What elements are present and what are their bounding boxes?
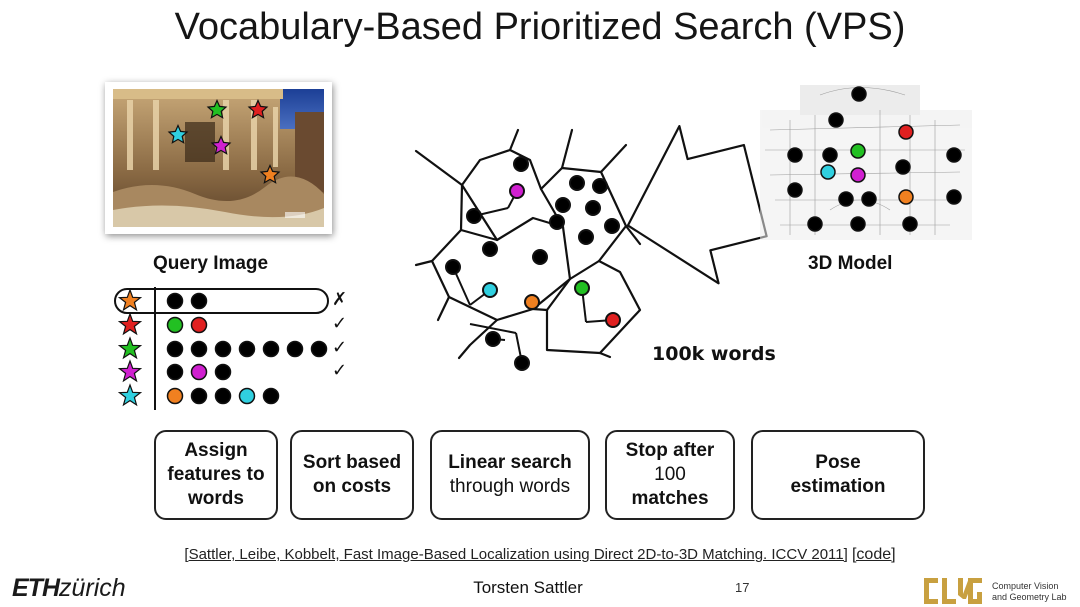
selected-match-highlight (114, 288, 329, 314)
feature-dot (214, 387, 232, 405)
slide-title: Vocabulary-Based Prioritized Search (VPS… (174, 6, 906, 48)
step-sort-costs: Sort based on costs (290, 430, 414, 520)
step-text-line: on costs (312, 476, 392, 497)
zurich-logo-text: zürich (59, 574, 126, 602)
magenta-query-star-icon (117, 359, 143, 383)
feature-dot (166, 387, 184, 405)
magenta-star-icon (210, 135, 232, 155)
green-query-star-icon (117, 336, 143, 360)
query-photo (105, 82, 332, 234)
step-linear-search: Linear search through words (430, 430, 590, 520)
lab-name-line-2: and Geometry Lab (992, 592, 1067, 602)
step-text-line: words (188, 488, 244, 509)
feature-dot (190, 387, 208, 405)
voronoi-cells (414, 128, 642, 360)
feature-dot (166, 316, 184, 334)
step-text-line: Stop after (625, 440, 715, 461)
orange-star-icon (259, 164, 281, 184)
check-mark-icon: ✓ (332, 360, 348, 381)
step-text-line: matches (631, 488, 709, 509)
eth-zurich-logo: ETHzürich (12, 574, 126, 603)
check-mark-icon: ✓ (332, 313, 348, 334)
step-text-line: Assign (184, 440, 248, 461)
feature-dot (214, 340, 232, 358)
3d-model-point-cloud (760, 85, 972, 240)
cyan-query-star-icon (117, 383, 143, 407)
feature-dot (238, 387, 256, 405)
feature-dot (166, 363, 184, 381)
cross-mark-icon: ✗ (332, 289, 348, 310)
step-text-line: 100 (654, 464, 686, 485)
eth-logo-text: ETH (12, 574, 60, 602)
step-text-line: through words (449, 476, 571, 497)
feature-dot (286, 340, 304, 358)
orange-query-star-icon (117, 288, 143, 312)
step-text-line: Pose (815, 452, 861, 473)
feature-dot (262, 340, 280, 358)
feature-dot (190, 292, 208, 310)
check-mark-icon: ✓ (332, 337, 348, 358)
lab-name-line-1: Computer Vision (992, 581, 1059, 591)
query-image-label: Query Image (153, 253, 269, 274)
code-link[interactable]: [code] (851, 546, 896, 563)
step-text-line: Linear search (448, 452, 572, 473)
feature-dot (310, 340, 328, 358)
lab-name: Computer Vision and Geometry Lab (992, 581, 1067, 603)
cyan-star-icon (167, 124, 189, 144)
feature-dot (262, 387, 280, 405)
trevi-fountain-photo (113, 89, 324, 227)
match-table (114, 287, 329, 410)
feature-dot (214, 363, 232, 381)
visual-word-points (445, 156, 621, 371)
step-stop-after: Stop after 100 matches (605, 430, 735, 520)
step-assign-features: Assign features to words (154, 430, 278, 520)
red-query-star-icon (117, 312, 143, 336)
citation: [Sattler, Leibe, Kobbelt, Fast Image-Bas… (0, 546, 1080, 564)
step-text-line: features to (167, 464, 265, 485)
feature-dot (166, 340, 184, 358)
feature-dot (190, 316, 208, 334)
step-pose-estimation: Pose estimation (751, 430, 925, 520)
cvg-lab-logo (924, 578, 982, 604)
feature-dot (238, 340, 256, 358)
step-text-line: Sort based (302, 452, 402, 473)
large-arrow-icon (626, 124, 768, 285)
red-star-icon (247, 99, 269, 119)
page-number: 17 (735, 580, 750, 595)
feature-dot (166, 292, 184, 310)
step-text-line: estimation (790, 476, 886, 497)
author-name: Torsten Sattler (473, 578, 583, 597)
3d-model-label: 3D Model (808, 253, 893, 274)
vocabulary-size-label: 100k words (652, 343, 776, 365)
citation-link[interactable]: [Sattler, Leibe, Kobbelt, Fast Image-Bas… (184, 546, 848, 563)
green-star-icon (206, 99, 228, 119)
feature-dot (190, 363, 208, 381)
feature-dot (190, 340, 208, 358)
